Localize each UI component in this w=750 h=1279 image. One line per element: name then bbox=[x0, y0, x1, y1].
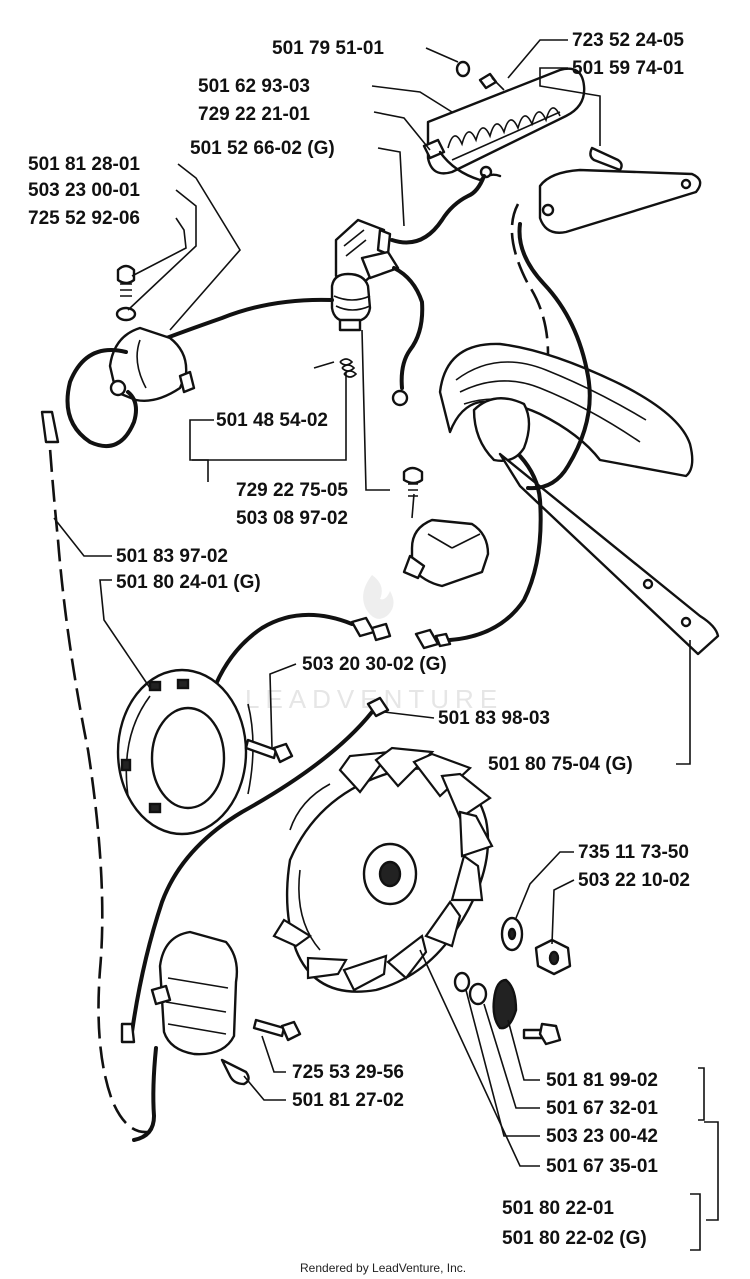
label-501-81-27-02: 501 81 27-02 bbox=[292, 1090, 404, 1111]
stator-bolt bbox=[244, 738, 294, 764]
connector-pair bbox=[350, 616, 452, 650]
pawl-spring bbox=[468, 982, 488, 1006]
label-501-67-32-01: 501 67 32-01 bbox=[546, 1098, 658, 1119]
ignition-coil-module bbox=[334, 218, 400, 288]
label-501-80-75-04: 501 80 75-04 (G) bbox=[488, 754, 633, 775]
label-501-83-97-02: 501 83 97-02 bbox=[116, 546, 228, 567]
washer-top bbox=[455, 60, 471, 78]
label-503-23-00-42: 503 23 00-42 bbox=[546, 1126, 658, 1147]
label-735-11-73-50: 735 11 73-50 bbox=[578, 842, 689, 863]
pawl-bolt bbox=[522, 1022, 562, 1046]
module-wire bbox=[65, 348, 138, 448]
switch-wire bbox=[448, 454, 543, 642]
ignition-coil bbox=[150, 930, 250, 1086]
pin-rod bbox=[589, 146, 623, 172]
switch-terminal bbox=[422, 138, 502, 182]
spark-spring bbox=[313, 358, 358, 378]
screw-top bbox=[478, 72, 505, 91]
stator-ring bbox=[116, 668, 254, 836]
coil-bolt bbox=[252, 1018, 302, 1042]
stator-wire bbox=[214, 613, 354, 686]
label-501-62-93-03: 501 62 93-03 bbox=[198, 76, 310, 97]
guard-plate bbox=[538, 168, 702, 234]
ignition-module bbox=[108, 326, 196, 402]
label-729-22-75-05: 729 22 75-05 bbox=[236, 480, 348, 501]
ring-terminal bbox=[391, 389, 409, 407]
label-501-48-54-02: 501 48 54-02 bbox=[216, 410, 328, 431]
leader-lines bbox=[53, 39, 719, 1251]
label-501-59-74-01: 501 59 74-01 bbox=[572, 58, 684, 79]
handle-bar bbox=[438, 342, 720, 656]
flywheel bbox=[272, 746, 494, 993]
footer-credit: Rendered by LeadVenture, Inc. bbox=[300, 1261, 466, 1275]
module-bolt bbox=[116, 264, 136, 297]
label-501-81-28-01: 501 81 28-01 bbox=[28, 154, 140, 175]
label-501-81-99-02: 501 81 99-02 bbox=[546, 1070, 658, 1091]
handle-wire bbox=[517, 222, 592, 491]
watermark: LEADVENTURE bbox=[245, 575, 497, 714]
coil-ground-wire bbox=[392, 266, 425, 390]
ignition-dashed-wire bbox=[510, 203, 550, 355]
label-501-80-24-01: 501 80 24-01 (G) bbox=[116, 572, 261, 593]
module-washer bbox=[115, 306, 137, 322]
label-501-67-35-01: 501 67 35-01 bbox=[546, 1156, 658, 1177]
label-725-53-29-56: 725 53 29-56 bbox=[292, 1062, 404, 1083]
label-503-08-97-02: 503 08 97-02 bbox=[236, 508, 348, 529]
ground-terminal bbox=[40, 410, 60, 444]
coil-bottom-wire bbox=[132, 1046, 158, 1142]
key-washer bbox=[453, 971, 471, 993]
starter-pawl bbox=[492, 978, 518, 1030]
coil-lead bbox=[130, 710, 374, 1034]
short-circuit-switch bbox=[402, 518, 490, 588]
washer-right bbox=[500, 916, 524, 952]
label-501-80-22-02: 501 80 22-02 (G) bbox=[502, 1228, 647, 1249]
label-501-52-66-02: 501 52 66-02 (G) bbox=[190, 138, 335, 159]
ground-cable bbox=[46, 419, 149, 1134]
label-503-20-30-02: 503 20 30-02 (G) bbox=[302, 654, 447, 675]
part-labels: 501 79 51-01 723 52 24-05 501 59 74-01 5… bbox=[28, 30, 690, 1249]
label-501-80-22-01: 501 80 22-01 bbox=[502, 1198, 614, 1219]
label-501-79-51-01: 501 79 51-01 bbox=[272, 38, 384, 59]
label-725-52-92-06: 725 52 92-06 bbox=[28, 208, 140, 229]
label-503-23-00-01: 503 23 00-01 bbox=[28, 180, 140, 201]
switch-screw bbox=[402, 466, 424, 497]
label-503-22-10-02: 503 22 10-02 bbox=[578, 870, 690, 891]
wire-terminal-bottom bbox=[120, 1022, 136, 1044]
coil-wire-top bbox=[390, 174, 486, 245]
ignition-cover-plate bbox=[426, 67, 586, 175]
flywheel-nut bbox=[534, 938, 572, 976]
label-729-22-21-01: 729 22 21-01 bbox=[198, 104, 310, 125]
label-723-52-24-05: 723 52 24-05 bbox=[572, 30, 684, 51]
spark-plug-boot bbox=[330, 272, 372, 332]
label-501-83-98-03: 501 83 98-03 bbox=[438, 708, 550, 729]
hv-lead bbox=[154, 297, 334, 344]
